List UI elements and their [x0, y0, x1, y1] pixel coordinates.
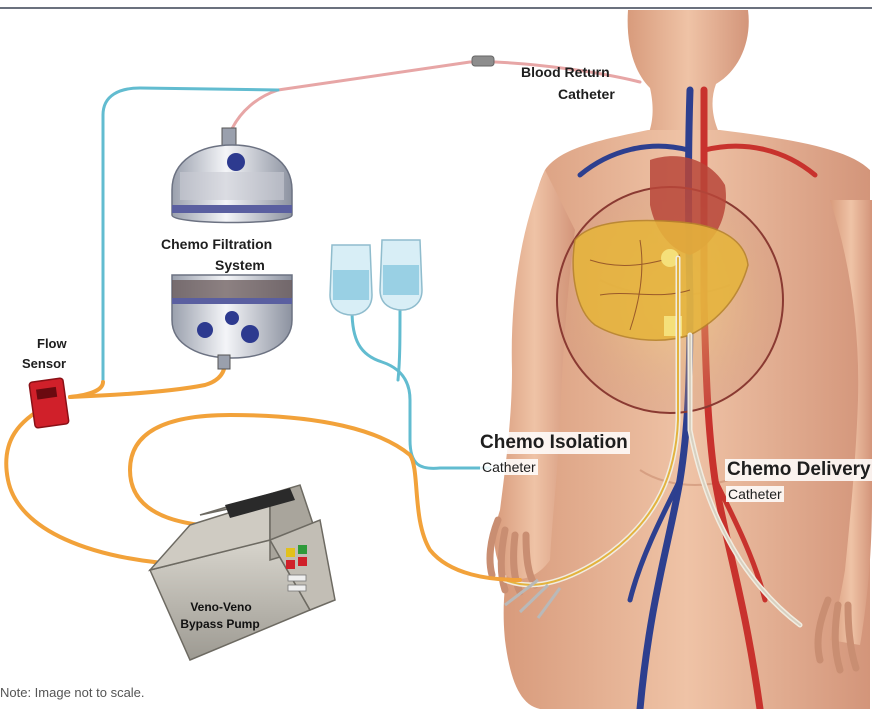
- blood-return-label: Blood Return: [521, 64, 610, 80]
- filtration-label: Chemo Filtration: [158, 236, 275, 252]
- iv-bag-icon: [330, 240, 422, 315]
- blood-return-catheter-label: Catheter: [558, 86, 615, 102]
- chemo-isolation-label: Chemo Isolation: [478, 432, 630, 454]
- chemo-delivery-label: Chemo Delivery: [725, 459, 873, 481]
- chemo-delivery-catheter-label: Catheter: [726, 486, 784, 502]
- flow-label: Flow: [37, 336, 67, 351]
- flow-sensor-icon: [29, 378, 69, 428]
- scale-note: Note: Image not to scale.: [0, 685, 145, 700]
- pump-bypass-label: Bypass Pump: [172, 617, 268, 631]
- flow-sensor-label: Sensor: [22, 356, 66, 371]
- bypass-pump-icon: [150, 485, 335, 660]
- chemo-isolation-catheter-label: Catheter: [480, 459, 538, 475]
- pump-label: Veno-Veno: [178, 600, 264, 614]
- filtration-system-label: System: [212, 257, 268, 273]
